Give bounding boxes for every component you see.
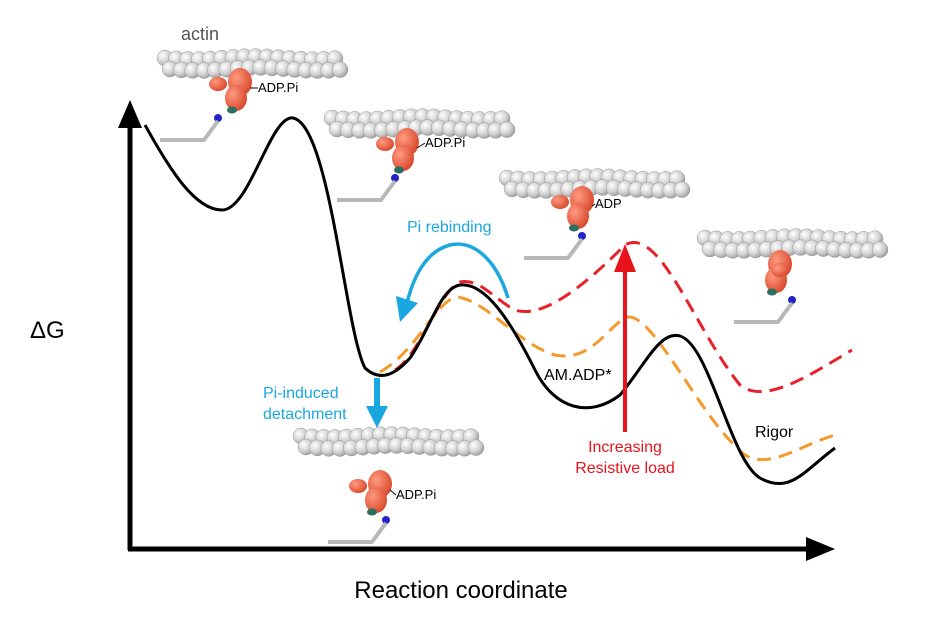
actin-filament	[156, 48, 349, 79]
y-axis-arrowhead	[118, 100, 142, 128]
lever-arm	[524, 237, 584, 260]
converter-domain	[569, 224, 579, 232]
main-energy-curve	[143, 116, 836, 485]
actin-filament	[292, 426, 485, 457]
actomyosin-illustration-rigor	[696, 228, 889, 324]
state-label-adp: ADP	[595, 196, 622, 211]
converter-domain	[227, 106, 237, 114]
pi-detachment-label-line1: Pi-induced	[263, 385, 339, 402]
y-axis-label: ΔG	[30, 317, 65, 344]
x-axis-label: Reaction coordinate	[354, 577, 567, 604]
resistive-load-arrow	[614, 244, 636, 432]
lever-arm	[160, 119, 220, 142]
state-label-adp-pi-1: ADP.Pi	[258, 80, 298, 95]
actomyosin-illustration-adp	[498, 168, 691, 260]
lever-tip	[214, 114, 222, 122]
actomyosin-illustration-adp-pi-1	[156, 48, 349, 142]
converter-domain	[394, 166, 404, 174]
am-adp-label: AM.ADP*	[544, 367, 612, 384]
x-axis-arrowhead	[806, 537, 835, 561]
actomyosin-illustration-adp-pi-2	[323, 108, 516, 202]
lever-arm	[328, 521, 388, 544]
actin-filament	[696, 228, 889, 259]
axes	[118, 100, 835, 561]
myosin-head	[349, 470, 392, 513]
pi-rebinding-arrow	[396, 242, 510, 322]
converter-domain	[767, 288, 777, 296]
actomyosin-illustration-detached	[292, 426, 485, 544]
actin-label: actin	[181, 24, 219, 44]
high-load-energy-curve	[394, 241, 853, 393]
state-label-adp-pi-detached: ADP.Pi	[396, 487, 436, 502]
myosin-head	[209, 68, 252, 111]
pi-detachment-label-line2: detachment	[263, 406, 347, 423]
pi-detachment-arrow	[366, 378, 388, 428]
rigor-label: Rigor	[755, 424, 794, 441]
actin-filament	[323, 108, 516, 139]
actin-filament	[498, 168, 691, 199]
myosin-head	[765, 250, 792, 293]
lever-arm	[337, 179, 397, 202]
mid-load-energy-curve	[379, 295, 836, 462]
lever-tip	[788, 296, 796, 304]
lever-tip	[382, 516, 390, 524]
myosin-head	[551, 186, 594, 229]
resistive-load-label-line2: Resistive load	[575, 460, 675, 477]
state-label-adp-pi-2: ADP.Pi	[425, 135, 465, 150]
pi-rebinding-label: Pi rebinding	[407, 219, 492, 236]
lever-arm	[734, 301, 794, 324]
myosin-head	[376, 128, 419, 171]
lever-tip	[391, 174, 399, 182]
lever-tip	[578, 232, 586, 240]
resistive-load-label-line1: Increasing	[588, 439, 662, 456]
converter-domain	[367, 508, 377, 516]
